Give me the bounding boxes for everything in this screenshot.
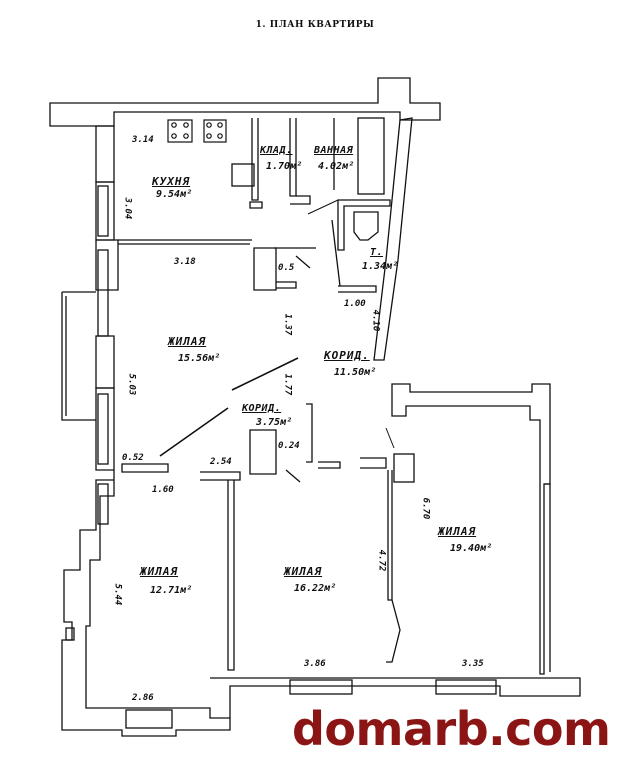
dimension-label: 3.04 [122, 197, 133, 220]
corridor-door [231, 357, 299, 391]
window-bottom-3 [435, 679, 497, 695]
room-door [385, 427, 395, 449]
dimension-label: 0.24 [278, 441, 300, 451]
window-bottom-1 [125, 709, 173, 729]
room-corridor-2-area: 3.75м² [256, 417, 293, 428]
room-corridor-2-name: КОРИД. [242, 403, 282, 414]
room-kitchen-area: 9.54м² [156, 189, 193, 200]
kitchen-right-wall [251, 118, 259, 201]
dimension-label: 0.5 [278, 263, 295, 273]
room-kitchen-name: КУХНЯ [152, 175, 191, 188]
room-living-2-area: 19.40м² [450, 543, 493, 554]
right-room-wall [391, 383, 551, 675]
plan-title: 1. ПЛАН КВАРТИРЫ [255, 20, 375, 30]
dimension-label: 5.03 [126, 373, 137, 396]
dimension-label: 0.52 [122, 453, 144, 463]
watermark: domarb.com [292, 702, 611, 756]
outer-wall-bottom [210, 677, 581, 718]
bathtub [357, 117, 385, 195]
room-bathroom-name: ВАННАЯ [314, 145, 354, 156]
room-living-1-name: ЖИЛАЯ [168, 335, 207, 348]
room-toilet-area: 1.34м² [362, 261, 399, 272]
dimension-label: 2.54 [210, 457, 232, 467]
room-corridor-1-area: 11.50м² [334, 367, 377, 378]
toilet [353, 211, 379, 241]
window-left-3 [97, 393, 109, 465]
outer-wall-left-lower [61, 470, 231, 737]
room-storage-name: КЛАД. [260, 145, 293, 156]
room-storage-area: 1.70м² [266, 161, 303, 172]
dimension-label: 2.86 [132, 693, 154, 703]
dimension-label: 4.10 [370, 309, 381, 332]
window-left-1 [97, 185, 109, 237]
dimension-label: 1.60 [152, 485, 174, 495]
dimension-label: 3.35 [462, 659, 484, 669]
dimension-label: 6.70 [420, 497, 431, 520]
room-living-2-name: ЖИЛАЯ [438, 525, 477, 538]
room-living-3-area: 12.71м² [150, 585, 193, 596]
bathroom-wall [337, 199, 391, 251]
dimension-label: 1.00 [344, 299, 366, 309]
stove [167, 119, 193, 143]
window-left-2 [97, 249, 109, 337]
room-living-4-name: ЖИЛАЯ [284, 565, 323, 578]
room-living-4-area: 16.22м² [294, 583, 337, 594]
room-toilet-name: Т. [370, 247, 384, 258]
room-living-1-area: 15.56м² [178, 353, 221, 364]
room-bathroom-area: 4.02м² [318, 161, 355, 172]
dimension-label: 3.14 [132, 135, 154, 145]
bay-window [61, 291, 96, 421]
outer-wall-left [95, 125, 115, 183]
dimension-label: 1.37 [282, 313, 293, 336]
outer-wall-right-upper [373, 117, 413, 361]
outer-wall-top [49, 77, 441, 127]
dimension-label: 3.86 [304, 659, 326, 669]
dimension-label: 5.44 [112, 583, 123, 606]
wall-between-rooms [227, 480, 235, 671]
room-corridor-1-name: КОРИД. [324, 349, 370, 362]
dimension-label: 4.72 [376, 549, 387, 572]
dimension-label: 3.18 [174, 257, 196, 267]
kitchen-wall-bottom [118, 239, 252, 245]
window-bottom-2 [289, 679, 353, 695]
room-living-3-name: ЖИЛАЯ [140, 565, 179, 578]
sink [203, 119, 227, 143]
dimension-label: 1.77 [282, 373, 293, 396]
